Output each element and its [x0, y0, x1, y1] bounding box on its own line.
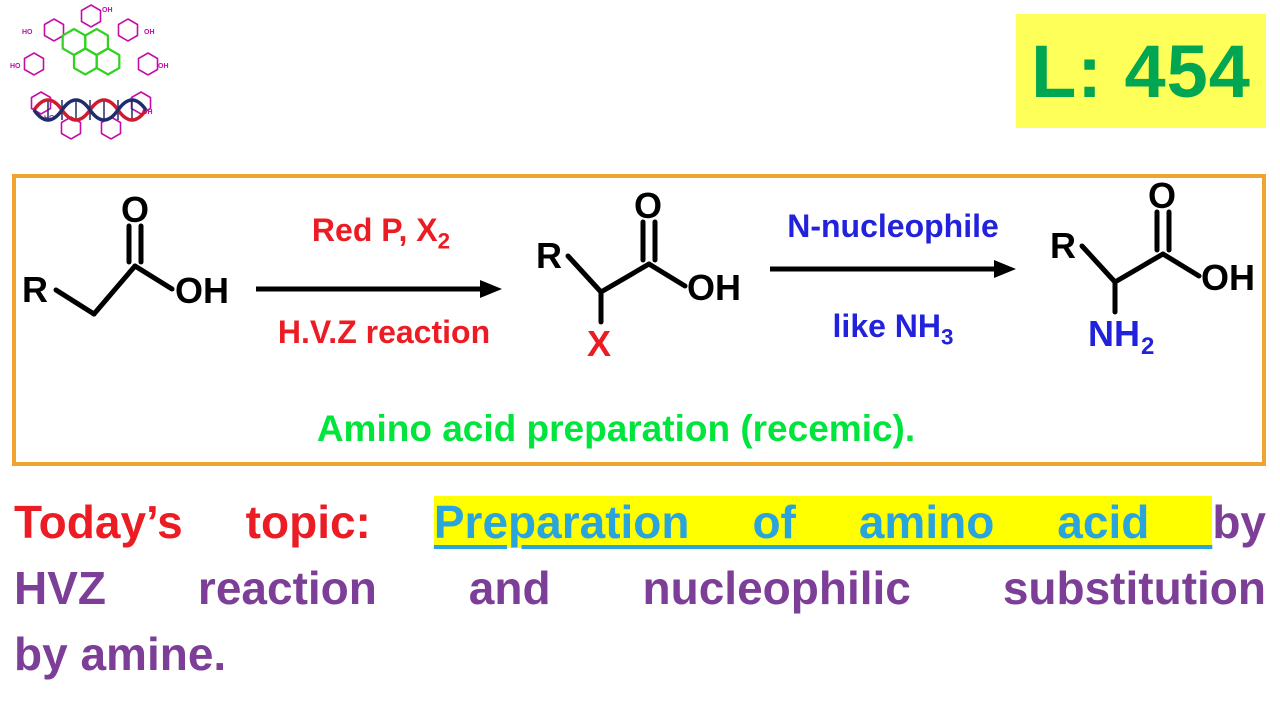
arrowhead [480, 280, 502, 298]
hydroxyl-label: OH [175, 270, 229, 311]
bond [53, 287, 97, 317]
bond-lines [53, 223, 175, 317]
bond [598, 261, 652, 295]
oh-label: OH [102, 7, 113, 14]
carbonyl-o-label: O [1148, 175, 1176, 216]
reagent-text: Red P, X [311, 212, 438, 248]
oh-label: OH [158, 63, 169, 70]
r-group-label: R [536, 235, 562, 276]
molecule-substrate: R O OH [22, 189, 229, 317]
reaction-arrow-2 [770, 260, 1016, 278]
carbonyl-o-label: O [121, 189, 149, 230]
bond [91, 263, 138, 317]
amine-label: NH [1088, 313, 1140, 354]
bond [1160, 251, 1202, 279]
topic-block: Today’s topic: Preparation of amino acid… [14, 489, 1266, 687]
dna-helix [32, 98, 148, 122]
bond [132, 263, 175, 292]
topic-highlight: Preparation of amino acid [433, 496, 1213, 548]
oh-label: OH [144, 29, 155, 36]
scheme-caption: Amino acid preparation (recemic). [316, 408, 916, 449]
topic-line-2: HVZ reaction and nucleophilic substituti… [14, 562, 1266, 614]
molecule-intermediate: R O OH X [536, 185, 741, 364]
r-group-label: R [1050, 225, 1076, 266]
bond [565, 253, 604, 295]
bond [646, 261, 688, 289]
halide-label: X [587, 323, 611, 364]
topic-prefix: Today’s topic: [14, 496, 434, 548]
reaction-arrow-1 [256, 280, 502, 298]
hydroxyl-label: OH [1201, 257, 1255, 298]
bond-lines [565, 219, 688, 325]
ho-label: HO [22, 29, 33, 36]
amine-condition-label: like NH3 [770, 308, 1016, 350]
bond [1079, 243, 1118, 285]
aromatic-molecule [61, 27, 121, 76]
molecule-product: R O OH NH 2 [1050, 175, 1255, 360]
nucleophile-label: N-nucleophile [787, 208, 999, 244]
hydroxyl-label: OH [687, 267, 741, 308]
lecture-number-badge: L: 454 [1016, 14, 1266, 128]
topic-line1-end: by [1212, 496, 1266, 548]
bond [1112, 251, 1166, 285]
subscript: 2 [1141, 333, 1154, 360]
subscript: 3 [941, 324, 954, 350]
reaction-scheme-box [12, 174, 1266, 466]
topic-line-1: Today’s topic: Preparation of amino acid… [14, 489, 1266, 555]
hvz-reaction-label: H.V.Z reaction [277, 314, 491, 350]
bond-lines [1079, 209, 1202, 315]
r-group-label: R [22, 269, 48, 310]
subscript: 2 [437, 228, 451, 254]
topic-line-3: by amine. [14, 628, 227, 680]
condition-text: like NH [832, 308, 942, 344]
ho-label: HO [10, 63, 21, 70]
oh-label: OH [142, 109, 153, 116]
carbonyl-o-label: O [634, 185, 662, 226]
lecture-number: L: 454 [1031, 29, 1251, 113]
arrowhead [994, 260, 1016, 278]
channel-logo: OH OH OH OH HO HO HO [10, 4, 169, 140]
hvz-reagent-label: Red P, X2 [258, 212, 504, 254]
